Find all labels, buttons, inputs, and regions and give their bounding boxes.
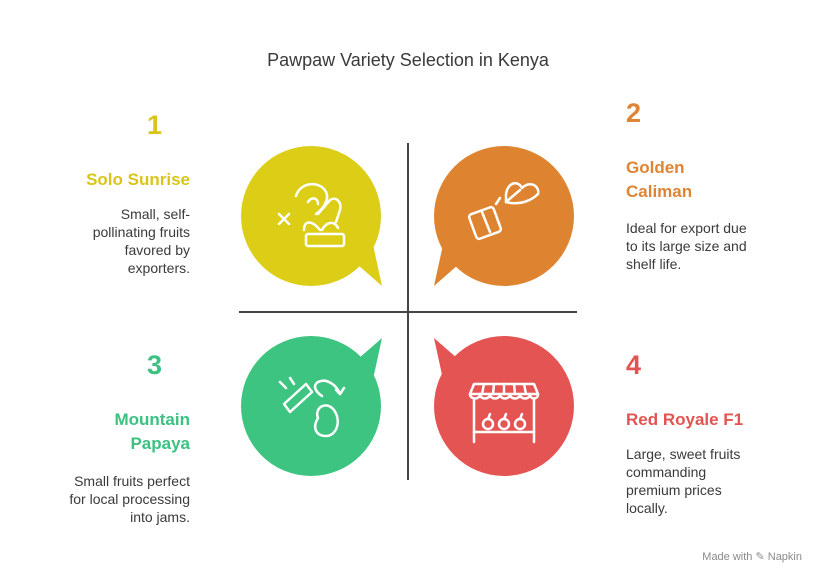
- page-title: Pawpaw Variety Selection in Kenya: [267, 50, 549, 70]
- package-leaf-icon: [467, 181, 540, 241]
- quadrant-1-description: Small, self- pollinating fruits favored …: [92, 206, 190, 276]
- quadrant-3-title: Mountain Papaya: [114, 410, 190, 453]
- knife-fruit-icon: [278, 376, 346, 438]
- quadrant-2-title: Golden Caliman: [626, 158, 693, 201]
- quadrant-4-title: Red Royale F1: [626, 410, 744, 429]
- plant-sprout-icon: [277, 183, 346, 248]
- napkin-watermark[interactable]: Made with ✎ Napkin: [702, 551, 802, 563]
- quadrant-4-number: 4: [626, 350, 642, 380]
- quadrant-3-description: Small fruits perfect for local processin…: [69, 473, 190, 525]
- quadrant-1-number: 1: [147, 110, 163, 140]
- market-stall-icon: [468, 382, 540, 444]
- quadrant-2-bubble: [434, 146, 574, 286]
- quadrant-2-description: Ideal for export due to its large size a…: [626, 220, 747, 272]
- quadrant-2-number: 2: [626, 98, 642, 128]
- quadrant-4-bubble: [434, 336, 574, 476]
- quadrant-1-title: Solo Sunrise: [86, 170, 190, 189]
- quadrant-4-description: Large, sweet fruits commanding premium p…: [626, 446, 741, 516]
- quadrant-3-bubble: [241, 336, 382, 476]
- quadrant-1-bubble: [241, 146, 382, 286]
- quadrant-3-number: 3: [147, 350, 163, 380]
